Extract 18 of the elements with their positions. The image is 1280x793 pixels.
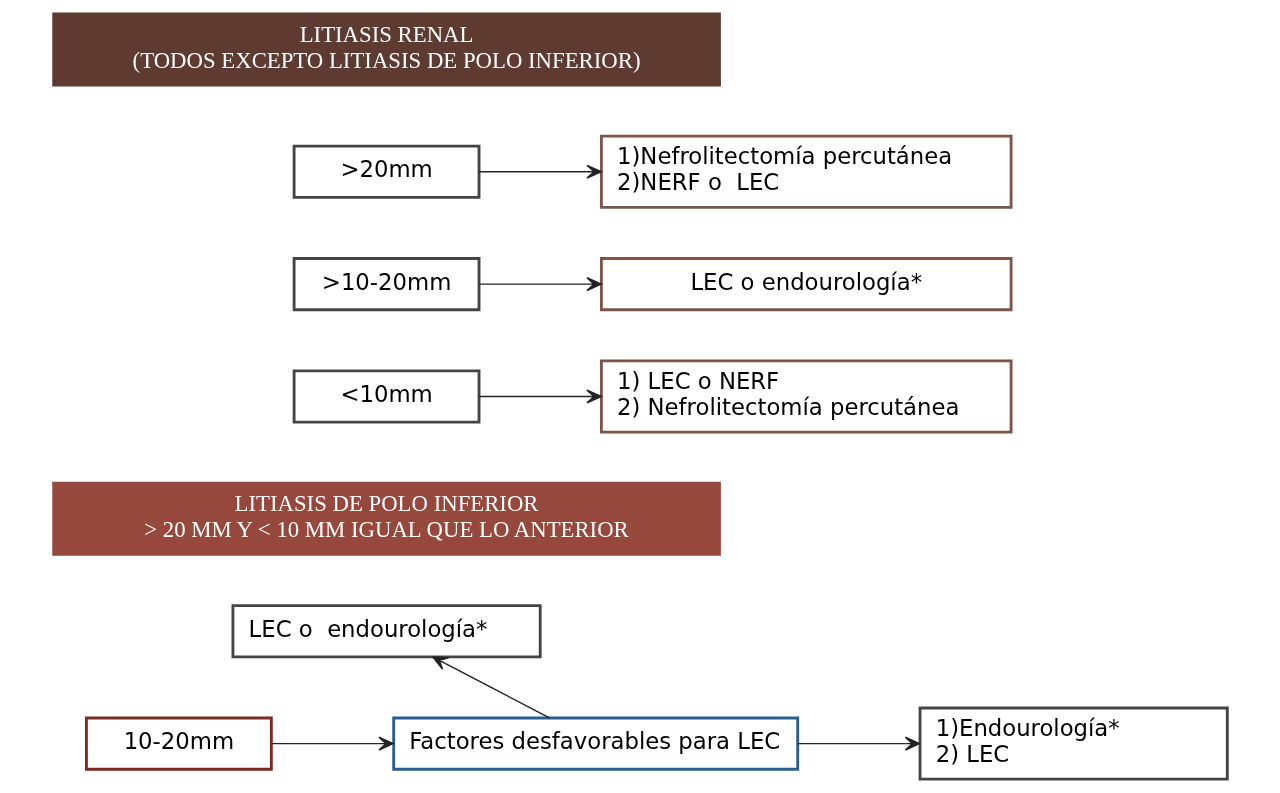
arrow (478, 277, 602, 292)
arrow (478, 389, 602, 404)
node-box: LEC o endourología* (231, 604, 542, 659)
arrow (270, 736, 394, 751)
node-box: >20mm (292, 144, 480, 199)
node-box: 10-20mm (84, 716, 273, 771)
node-box: 1) LEC o NERF 2) Nefrolitectomía percutánea (599, 359, 1012, 434)
node-box: >10-20mm (292, 257, 480, 312)
arrow (478, 164, 602, 179)
node-box: LITIASIS RENAL (TODOS EXCEPTO LITIASIS DE POLO INFERIOR) (51, 12, 721, 87)
arrow (431, 656, 550, 719)
node-box: Factores desfavorables para LEC (391, 716, 799, 771)
node-box: 1)Nefrolitectomía percutánea 2)NERF o LEC (599, 134, 1012, 209)
arrow (796, 736, 920, 751)
node-box: LEC o endourología* (599, 257, 1012, 312)
node-box: LITIASIS DE POLO INFERIOR > 20 MM Y < 10 MM IGUAL QUE LO ANTERIOR (51, 481, 721, 556)
node-box: <10mm (292, 369, 480, 424)
node-box: 1)Endourología* 2) LEC (918, 706, 1229, 781)
